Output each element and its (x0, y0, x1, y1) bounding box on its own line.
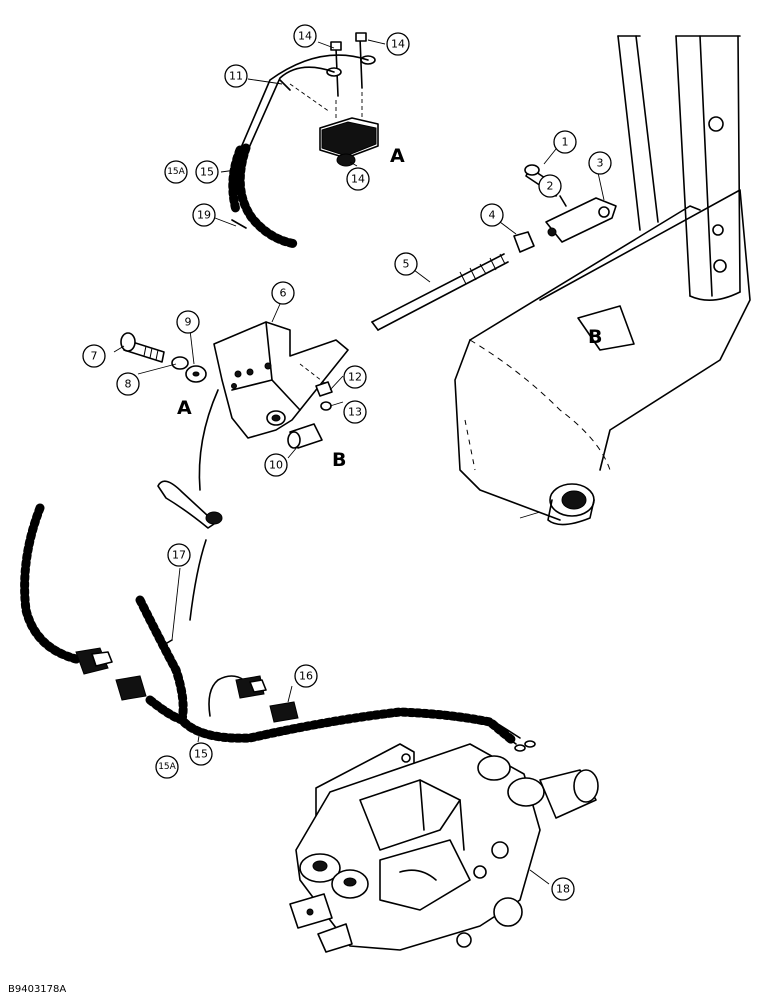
switch-assembly: A (239, 32, 405, 167)
callout-14-right: 14 (386, 32, 410, 56)
callout-2: 2 (538, 174, 562, 198)
callout-label: 7 (91, 350, 98, 363)
callout-1: 1 (553, 130, 577, 154)
callout-label: 11 (229, 70, 243, 83)
callout-15-lower: 15 (189, 742, 213, 766)
callout-label: 17 (172, 549, 186, 562)
mounting-bracket: A B (120, 321, 349, 471)
ref-letter-b-frame: B (588, 326, 602, 348)
callout-label: 12 (348, 371, 362, 384)
callout-14-bottom: 14 (346, 167, 370, 191)
upper-wire-harness (228, 143, 301, 249)
callout-label: 2 (547, 180, 554, 193)
callout-label: 9 (185, 316, 192, 329)
callout-12: 12 (343, 365, 367, 389)
callout-label: 13 (348, 406, 362, 419)
leader-lines (113, 39, 605, 885)
callout-label: 5 (403, 258, 410, 271)
linkage-rod (371, 164, 617, 331)
callout-10: 10 (264, 453, 288, 477)
callout-4: 4 (480, 203, 504, 227)
figure-id: B9403178A (8, 984, 66, 995)
callout-19: 19 (192, 203, 216, 227)
callout-label: 18 (556, 883, 570, 896)
callout-14-left: 14 (293, 24, 317, 48)
callout-7: 7 (82, 344, 106, 368)
lower-wire-harness (20, 503, 536, 752)
tie-strap (157, 389, 223, 621)
ref-letter-a-switch: A (390, 145, 405, 167)
callout-18: 18 (551, 877, 575, 901)
callout-label: 14 (351, 173, 365, 186)
ref-letter-b-bracket: B (332, 449, 346, 471)
callout-label: 15A (167, 167, 185, 177)
loader-frame: B (454, 35, 751, 526)
callout-label: 14 (391, 38, 405, 51)
callout-label: 1 (562, 136, 569, 149)
callout-8: 8 (116, 372, 140, 396)
callout-label: 15 (194, 748, 208, 761)
callout-11: 11 (224, 64, 248, 88)
callout-15A-upper: 15A (164, 160, 188, 184)
callout-label: 3 (597, 157, 604, 170)
callout-15A-lower: 15A (155, 755, 179, 779)
callout-label: 15A (158, 762, 176, 772)
callout-9: 9 (176, 310, 200, 334)
callout-17: 17 (167, 543, 191, 567)
callout-label: 8 (125, 378, 132, 391)
callout-label: 14 (298, 30, 312, 43)
callout-label: 15 (200, 166, 214, 179)
callout-13: 13 (343, 400, 367, 424)
callout-label: 19 (197, 209, 211, 222)
callout-label: 16 (299, 670, 313, 683)
callout-15-upper: 15 (195, 160, 219, 184)
callout-label: 4 (489, 209, 496, 222)
callout-label: 10 (269, 459, 283, 472)
ref-letter-a-bracket: A (177, 397, 192, 419)
callout-label: 6 (280, 287, 287, 300)
callout-16: 16 (294, 664, 318, 688)
control-valve (289, 743, 599, 953)
callout-5: 5 (394, 252, 418, 276)
callout-3: 3 (588, 151, 612, 175)
callout-6: 6 (271, 281, 295, 305)
